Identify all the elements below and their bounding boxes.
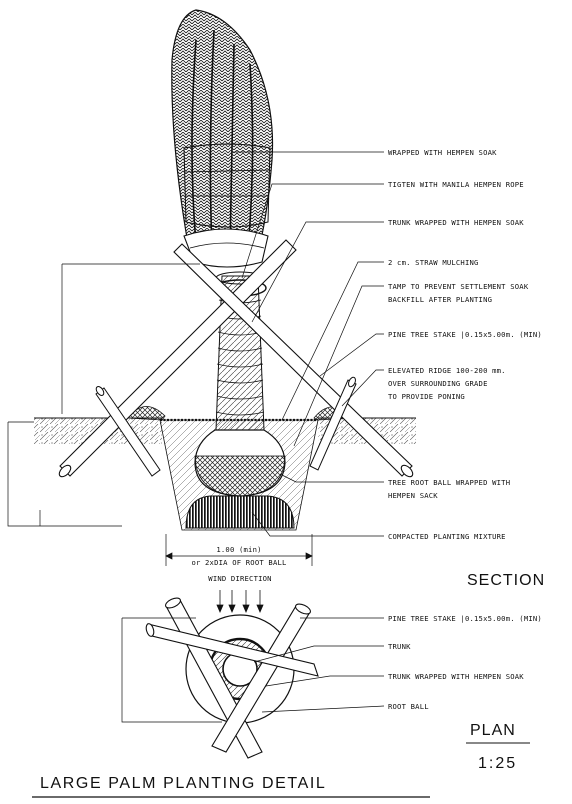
wind-direction-label: WIND DIRECTION xyxy=(208,574,271,583)
label-hempen-sack: HEMPEN SACK xyxy=(388,491,438,500)
label-pine-stake: PINE TREE STAKE |0.15x5.00m. (MIN) xyxy=(388,330,542,339)
label-compacted-mixture: COMPACTED PLANTING MIXTURE xyxy=(388,532,506,541)
dimension-lines xyxy=(7,263,313,566)
scale-text: 1:25 xyxy=(478,755,517,772)
plan-label-pine-stake: PINE TREE STAKE |0.15x5.00m. (MIN) xyxy=(388,614,542,623)
leader-lines xyxy=(232,151,384,537)
dimension-text-1: 1.00 (min) xyxy=(216,545,261,554)
label-straw-mulching: 2 cm. STRAW MULCHING xyxy=(388,258,479,267)
plan-drawing: WIND DIRECTION xyxy=(121,574,385,759)
stake-right xyxy=(173,243,414,478)
drawing-title: LARGE PALM PLANTING DETAIL xyxy=(40,775,326,792)
label-poning: TO PROVIDE PONING xyxy=(388,392,465,401)
plan-dimension xyxy=(121,617,222,723)
frond-strands xyxy=(191,29,254,251)
label-over-grade: OVER SURROUNDING GRADE xyxy=(388,379,488,388)
section-labels: WRAPPED WITH HEMPEN SOAK TIGTEN WITH MAN… xyxy=(388,148,542,541)
label-backfill: BACKFILL AFTER PLANTING xyxy=(388,295,492,304)
dimension-text-2: or 2xDIA OF ROOT BALL xyxy=(191,558,286,567)
label-tamp: TAMP TO PREVENT SETTLEMENT SOAK xyxy=(388,282,529,291)
frond-base xyxy=(183,228,269,268)
plan-stakes xyxy=(145,597,319,759)
label-trunk-wrapped: TRUNK WRAPPED WITH HEMPEN SOAK xyxy=(388,218,524,227)
palm-head xyxy=(171,9,274,251)
plan-label-trunk: TRUNK xyxy=(388,642,411,651)
root-ball-wrap xyxy=(194,455,286,497)
section-drawing xyxy=(7,9,416,566)
stake-short-right xyxy=(309,376,357,471)
plan-label-trunk-wrapped: TRUNK WRAPPED WITH HEMPEN SOAK xyxy=(388,672,524,681)
frond-wrap xyxy=(183,143,271,228)
stake-short-left xyxy=(95,386,161,477)
plan-leader-lines xyxy=(253,617,385,713)
label-elevated-ridge: ELEVATED RIDGE 100-200 mm. xyxy=(388,366,506,375)
compacted-mixture xyxy=(185,495,295,529)
label-root-ball-wrapped: TREE ROOT BALL WRAPPED WITH xyxy=(388,478,510,487)
plan-title: PLAN xyxy=(470,722,516,739)
wind-arrows xyxy=(216,590,264,614)
plan-label-root-ball: ROOT BALL xyxy=(388,702,429,711)
label-tighten-rope: TIGTEN WITH MANILA HEMPEN ROPE xyxy=(388,180,524,189)
plan-labels: PINE TREE STAKE |0.15x5.00m. (MIN) TRUNK… xyxy=(388,614,542,711)
section-title: SECTION xyxy=(467,572,545,589)
label-wrapped-hempen: WRAPPED WITH HEMPEN SOAK xyxy=(388,148,497,157)
